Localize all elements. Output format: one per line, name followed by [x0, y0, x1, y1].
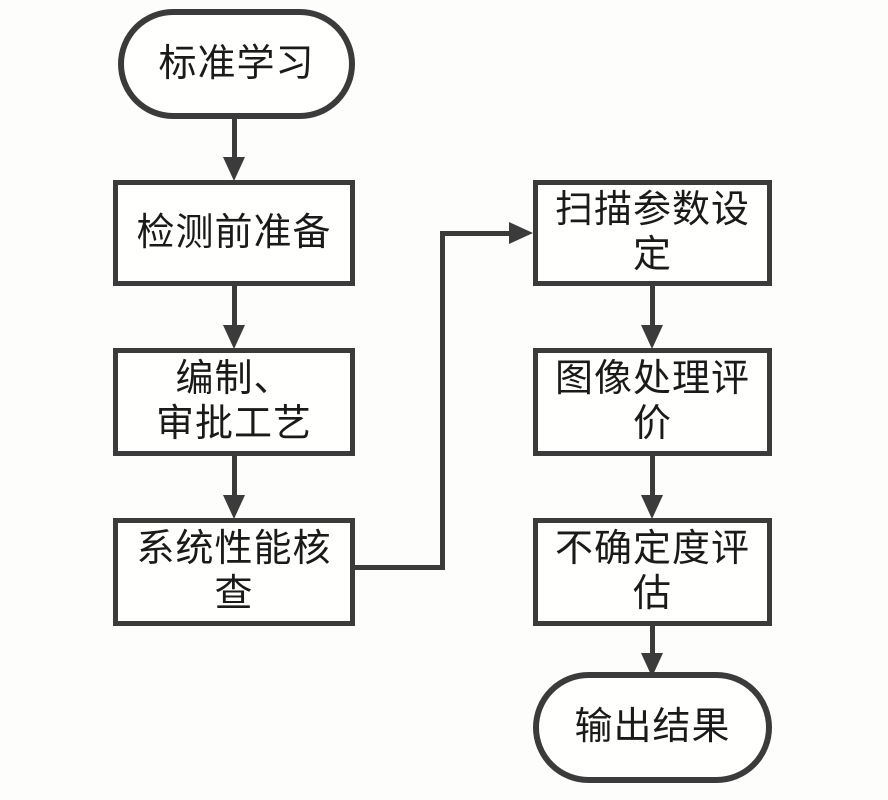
- connector-image-processing-to-uncertainty: [650, 456, 655, 500]
- flow-node-image-processing-evaluation[interactable]: 图像处理评价: [533, 348, 772, 456]
- connector-system-check-to-scan-segment-up: [440, 231, 445, 570]
- arrowhead-down-to-preparation: [223, 157, 245, 181]
- connector-system-check-to-scan-segment-right: [355, 565, 445, 570]
- flow-node-standard-study[interactable]: 标准学习: [118, 9, 355, 119]
- arrowhead-down-to-compile-approve: [223, 325, 245, 349]
- arrowhead-right-to-scan-parameter-setting: [509, 222, 533, 244]
- arrowhead-down-to-system-check: [223, 495, 245, 519]
- connector-standard-study-to-preparation: [232, 119, 237, 165]
- connector-scan-setting-to-image-processing: [650, 286, 655, 330]
- flow-node-scan-parameter-setting[interactable]: 扫描参数设定: [533, 180, 772, 286]
- flow-node-system-performance-check[interactable]: 系统性能核查: [113, 518, 355, 626]
- flow-node-pre-inspection-preparation[interactable]: 检测前准备: [113, 180, 355, 286]
- arrowhead-down-to-image-processing: [641, 325, 663, 349]
- flow-node-compile-approve-process[interactable]: 编制、 审批工艺: [113, 348, 355, 456]
- connector-uncertainty-to-output-result: [650, 626, 655, 664]
- flow-node-output-result[interactable]: 输出结果: [533, 672, 772, 783]
- connector-compile-approve-to-system-check: [232, 456, 237, 500]
- arrowhead-down-to-output-result: [641, 653, 663, 677]
- arrowhead-down-to-uncertainty: [641, 495, 663, 519]
- flow-node-uncertainty-assessment[interactable]: 不确定度评估: [533, 518, 772, 626]
- connector-system-check-to-scan-segment-into-box: [440, 231, 516, 236]
- connector-preparation-to-compile-approve: [232, 286, 237, 330]
